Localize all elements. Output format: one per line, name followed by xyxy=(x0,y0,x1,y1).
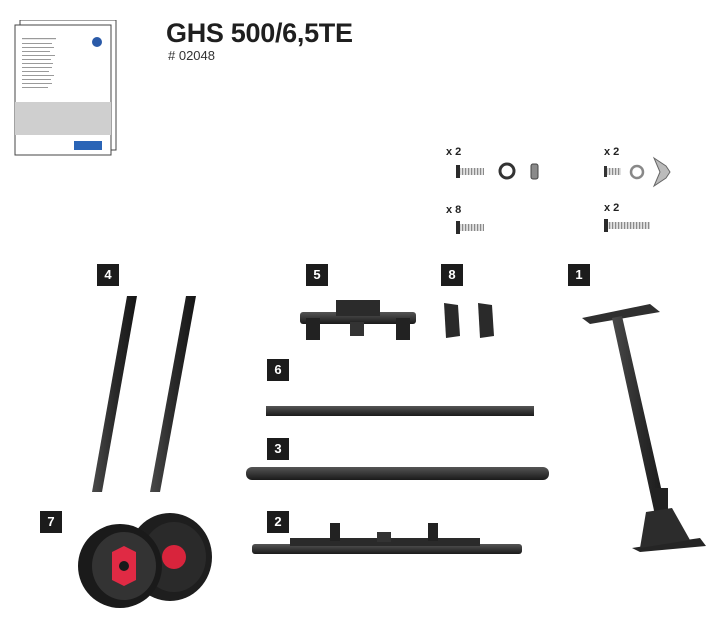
part-badge-2: 2 xyxy=(267,511,289,533)
axle-beam-icon xyxy=(252,523,522,554)
upright-support-icon xyxy=(582,304,706,552)
part-badge-6: 6 xyxy=(267,359,289,381)
hardware-qty-1: x 2 xyxy=(446,146,462,158)
hardware-qty-3: x 8 xyxy=(446,204,462,216)
handle-bracket-icon xyxy=(300,300,416,340)
short-bolt-icon xyxy=(456,221,484,234)
part-badge-3: 3 xyxy=(267,438,289,460)
part-badge-4: 4 xyxy=(97,264,119,286)
part-badge-1: 1 xyxy=(568,264,590,286)
hardware-qty-2: x 2 xyxy=(604,146,620,158)
long-bolt-icon xyxy=(604,219,650,232)
part-badge-5: 5 xyxy=(306,264,328,286)
article-number: # 02048 xyxy=(168,48,215,63)
part-badge-7: 7 xyxy=(40,511,62,533)
mounting-brackets-icon xyxy=(444,303,494,338)
model-title: GHS 500/6,5TE xyxy=(166,18,353,48)
bolt-washer-nut-icon xyxy=(456,162,539,180)
manual-thumbnail xyxy=(14,20,117,156)
side-tubes-icon xyxy=(92,296,196,492)
part-badge-8: 8 xyxy=(441,264,463,286)
wheels-icon xyxy=(78,513,212,608)
long-tube-icon xyxy=(246,467,549,480)
hardware-qty-4: x 2 xyxy=(604,202,620,214)
bolt-wing-nut-icon xyxy=(604,156,671,188)
square-rail-icon xyxy=(266,406,534,416)
